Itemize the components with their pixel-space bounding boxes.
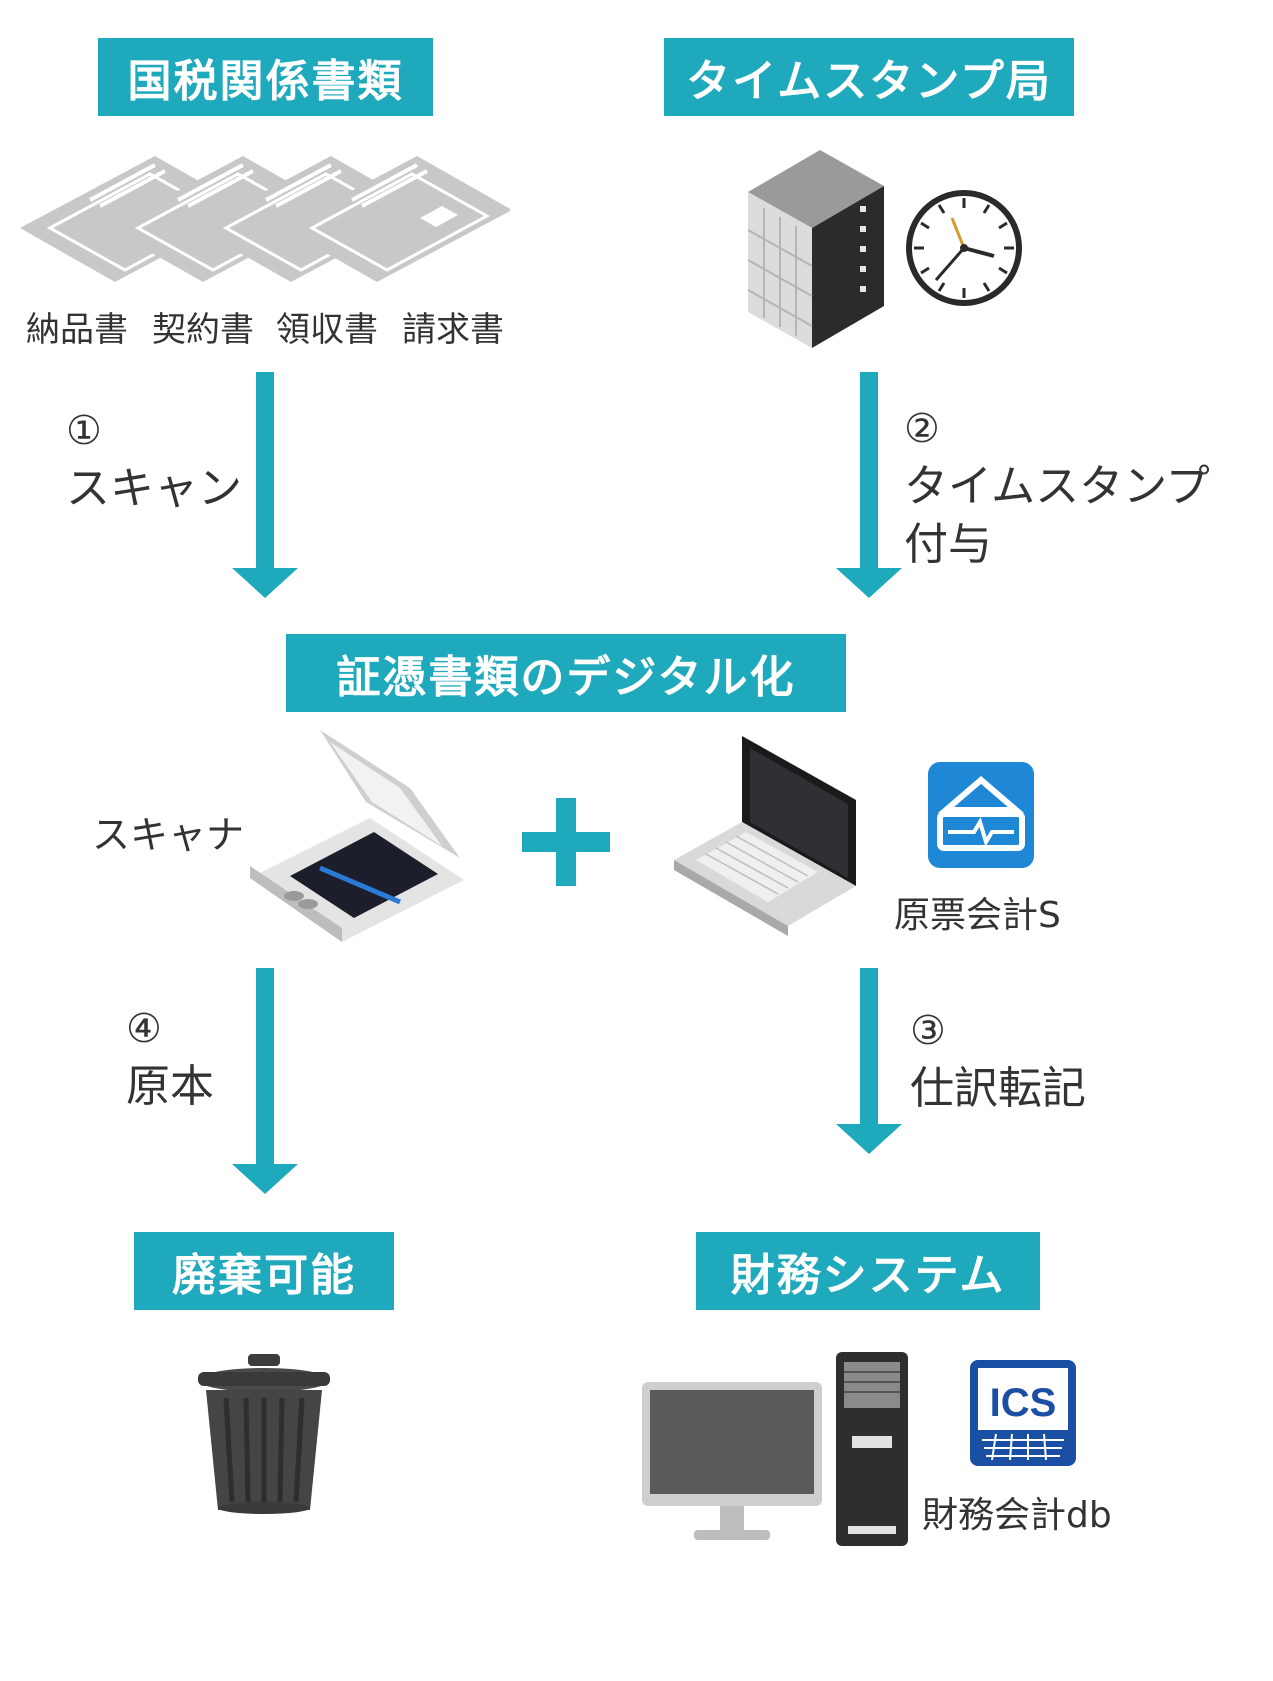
step2-label: ② タイムスタンプ 付与 [904, 400, 1210, 574]
arrow-step2 [836, 372, 902, 598]
step2-number: ② [904, 406, 940, 452]
genpyo-app-icon [928, 762, 1034, 868]
node-timestamp-authority-label: タイムスタンプ局 [686, 56, 1052, 107]
ics-logo-text: ICS [990, 1381, 1057, 1425]
step3-number: ③ [910, 1008, 946, 1054]
node-financial-system-label: 財務システム [730, 1250, 1006, 1301]
step4-label: ④ 原本 [126, 1000, 214, 1116]
step4-number: ④ [126, 1006, 162, 1052]
building-icon [748, 150, 884, 348]
node-digitization-label: 証憑書類のデジタル化 [336, 652, 796, 703]
step2-text-line1: タイムスタンプ [904, 461, 1210, 512]
node-tax-documents-label: 国税関係書類 [127, 56, 404, 107]
document-label-receipt: 領収書 [276, 310, 378, 350]
document-label-delivery-note: 納品書 [26, 310, 128, 350]
document-label-contract: 契約書 [152, 310, 254, 350]
arrow-step4 [232, 968, 298, 1194]
arrow-step3 [836, 968, 902, 1154]
step3-label: ③ 仕訳転記 [910, 1002, 1086, 1118]
arrow-step1 [232, 372, 298, 598]
ics-logo-icon: ICS [970, 1360, 1076, 1466]
node-financial-system: 財務システム [696, 1232, 1040, 1310]
step1-number: ① [66, 408, 102, 454]
desktop-pc-icon [642, 1352, 908, 1546]
scanner-icon [250, 730, 464, 942]
step1-label: ① スキャン [66, 402, 242, 518]
laptop-icon [674, 736, 856, 936]
clock-icon [906, 190, 1022, 306]
document-stack-icon [20, 154, 510, 284]
zaimu-app-label: 財務会計db [922, 1495, 1112, 1536]
scanner-label: スキャナ [92, 813, 245, 857]
node-digitization: 証憑書類のデジタル化 [286, 634, 846, 712]
step3-text: 仕訳転記 [910, 1063, 1086, 1114]
plus-icon [522, 798, 610, 886]
node-disposable-label: 廃棄可能 [172, 1250, 356, 1301]
step2-text-line2: 付与 [904, 519, 992, 570]
step4-text: 原本 [126, 1061, 214, 1112]
trash-can-icon [198, 1354, 330, 1514]
node-timestamp-authority: タイムスタンプ局 [664, 38, 1074, 116]
genpyo-app-label: 原票会計S [894, 895, 1061, 936]
node-disposable: 廃棄可能 [134, 1232, 394, 1310]
step1-text: スキャン [66, 463, 242, 514]
node-tax-documents: 国税関係書類 [98, 38, 433, 116]
document-label-invoice: 請求書 [402, 310, 504, 350]
